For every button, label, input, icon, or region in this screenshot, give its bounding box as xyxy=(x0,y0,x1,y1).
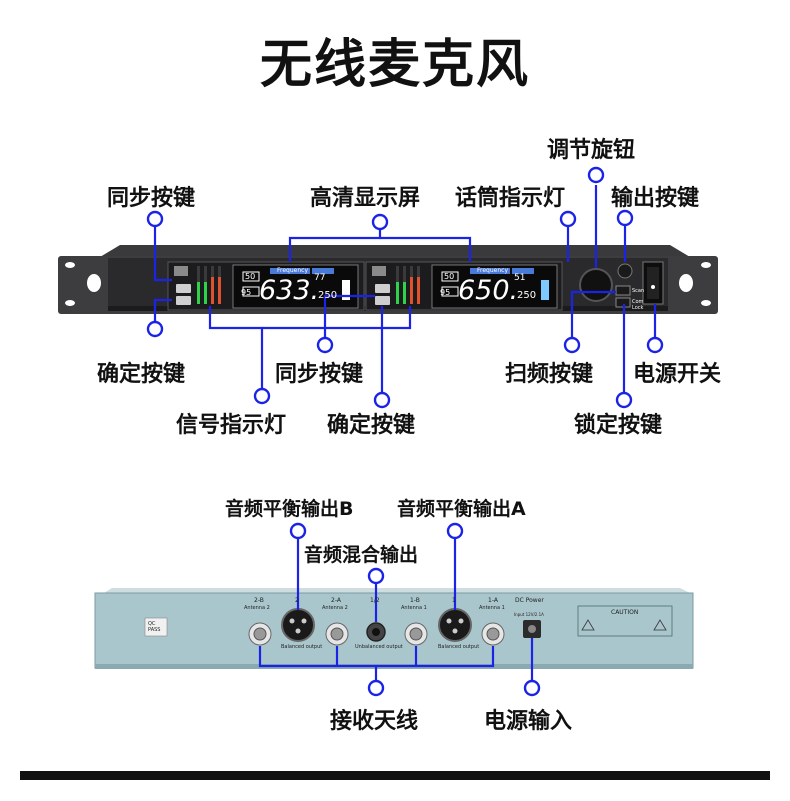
label-sync-mid: 同步按键 xyxy=(275,362,364,387)
rear-caution: CAUTION xyxy=(611,609,639,616)
rear-tag-2b: 2-B xyxy=(254,597,264,604)
ch2-frequency-sub: 250 xyxy=(517,290,537,301)
ch2-group: 50 xyxy=(444,272,455,281)
ch1-frequency-sub: 250 xyxy=(318,290,338,301)
rear-tag-unbal: 1/2 xyxy=(370,597,380,604)
ch1-group2: 95 xyxy=(241,288,252,297)
label-antenna: 接收天线 xyxy=(330,709,419,734)
ch1-channel: 77 xyxy=(314,273,326,283)
rear-label-antenna2-b: Antenna 2 xyxy=(244,605,270,611)
rear-tag-bal1: 1 xyxy=(452,597,456,604)
lock-button-text: Com Lock xyxy=(632,299,644,311)
rear-label-antenna2-a: Antenna 2 xyxy=(322,605,348,611)
ch2-frequency-main: 650. xyxy=(458,275,519,306)
label-balanced-b: 音频平衡输出B xyxy=(225,498,354,520)
label-power-input: 电源输入 xyxy=(484,709,573,734)
label-balanced-a: 音频平衡输出A xyxy=(397,498,526,520)
label-confirm-left: 确定按键 xyxy=(97,362,186,387)
bnc-antenna-1b xyxy=(404,622,428,646)
xlr-balanced-a xyxy=(438,608,472,642)
rear-label-balanced-a: Balanced output xyxy=(438,644,480,650)
rear-tag-bal2: 2 xyxy=(295,597,299,604)
bnc-antenna-2b xyxy=(248,622,272,646)
ch1-group: 50 xyxy=(245,272,256,281)
bottom-divider xyxy=(20,771,770,780)
page-title: 无线麦克风 xyxy=(259,35,530,95)
label-scan-button: 扫频按键 xyxy=(505,362,594,387)
rear-label-antenna1-a: Antenna 1 xyxy=(479,605,505,611)
scan-button-text: Scan xyxy=(632,288,645,294)
ch2-channel: 51 xyxy=(514,273,526,283)
label-sync-left: 同步按键 xyxy=(107,186,196,211)
dc-jack xyxy=(523,620,541,638)
bnc-antenna-1a xyxy=(481,622,505,646)
label-power-switch: 电源开关 xyxy=(633,362,722,387)
label-mic-indicator: 话筒指示灯 xyxy=(455,186,566,211)
adjust-knob[interactable] xyxy=(579,268,613,302)
label-confirm-mid: 确定按键 xyxy=(327,413,416,438)
rear-qc-sticker: QC PASS xyxy=(148,621,161,633)
rear-label-unbalanced: Unbalanced output xyxy=(355,644,403,650)
label-output-button: 输出按键 xyxy=(611,186,700,211)
label-display: 高清显示屏 xyxy=(310,186,421,211)
rear-label-balanced-b: Balanced output xyxy=(281,644,323,650)
jack-unbalanced xyxy=(366,622,386,642)
ch2-frequency-tag: Frequency xyxy=(477,267,508,274)
xlr-balanced-b xyxy=(281,608,315,642)
ch2-group2: 95 xyxy=(440,288,451,297)
label-knob: 调节旋钮 xyxy=(547,138,636,163)
ch1-signal-meter xyxy=(197,266,221,304)
rear-tag-2a: 2-A xyxy=(331,597,341,604)
label-mixed-output: 音频混合输出 xyxy=(304,544,419,566)
rear-dc-input: Input 12V/2.1A xyxy=(514,612,544,617)
ch1-frequency-main: 633. xyxy=(259,275,320,306)
rear-tag-1a: 1-A xyxy=(488,597,498,604)
label-signal-indicator: 信号指示灯 xyxy=(176,413,287,438)
rear-tag-1b: 1-B xyxy=(410,597,420,604)
bnc-antenna-2a xyxy=(325,622,349,646)
ch2-signal-meter xyxy=(396,266,420,304)
rear-tag-dc: DC Power xyxy=(515,597,544,604)
rear-label-antenna1-b: Antenna 1 xyxy=(401,605,427,611)
ch1-frequency-tag: Frequency xyxy=(277,267,308,274)
label-lock-button: 锁定按键 xyxy=(574,413,663,438)
